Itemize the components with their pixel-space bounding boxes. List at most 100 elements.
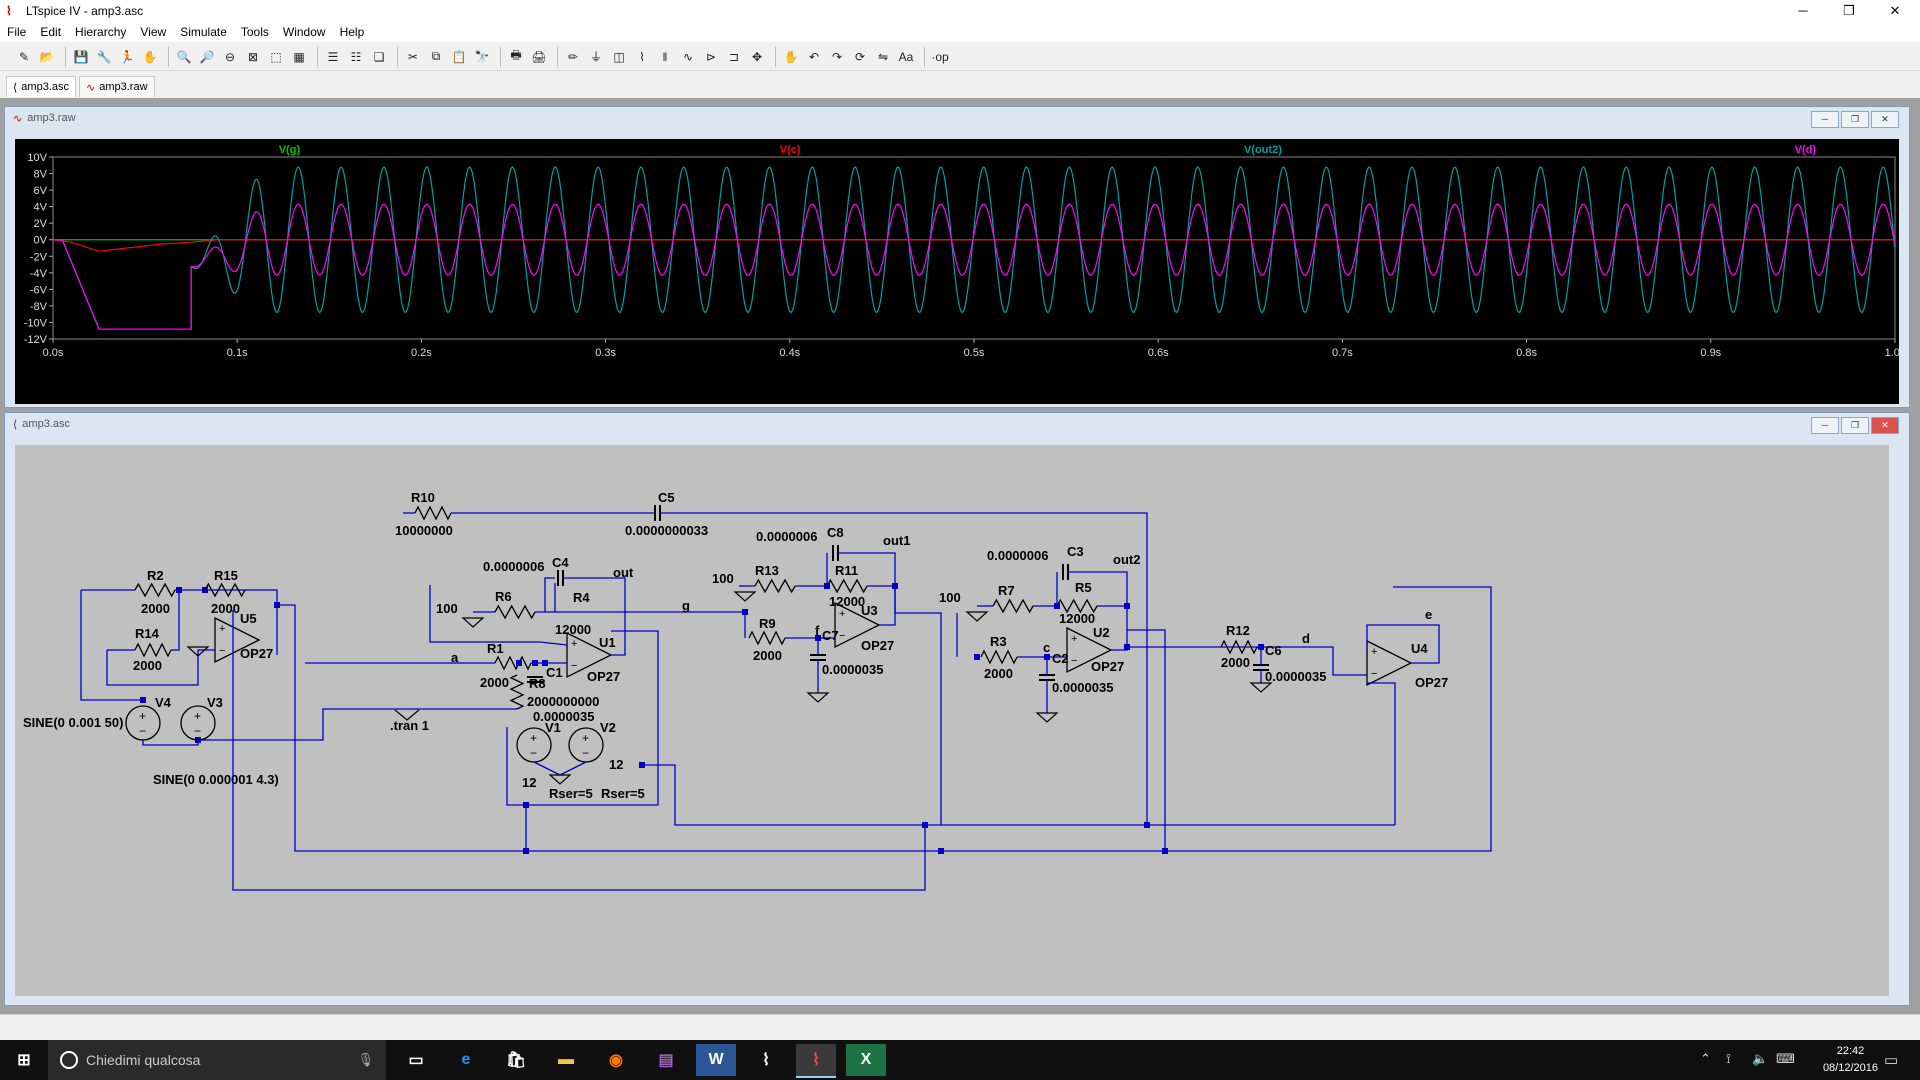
menu-edit[interactable]: Edit [40,25,62,39]
label-u5m: OP27 [240,646,273,661]
search-box[interactable]: Chiedimi qualcosa 🎙 [48,1040,386,1080]
new-schematic-icon[interactable]: ✎ [18,49,30,64]
label-r7v: 100 [939,590,961,605]
capacitor-icon[interactable]: ‖ [662,49,668,64]
keyboard-icon[interactable]: ⌨ [1776,1051,1795,1066]
component-icon[interactable]: ⊐ [728,49,740,64]
series-line-vc [52,239,1895,252]
zoom-fit-icon[interactable]: ⊠ [247,49,259,64]
menu-simulate[interactable]: Simulate [180,25,227,39]
plot-minimize-button[interactable]: ─ [1811,111,1839,128]
open-icon[interactable]: 📂 [39,49,55,64]
x-tick-label: 0.0s [43,347,64,359]
cascade-icon[interactable]: ❏ [373,49,385,64]
cut-icon[interactable]: ✂ [407,49,419,64]
zoom-out-icon[interactable]: ⊖ [224,49,236,64]
wire [544,577,555,612]
volume-icon[interactable]: 🔈 [1752,1051,1769,1066]
explorer-icon[interactable]: ▬ [558,1051,574,1068]
save-icon[interactable]: 💾 [73,49,89,64]
clock[interactable]: 22:42 08/12/2016 [1823,1043,1878,1077]
wire [106,649,215,686]
pause-icon[interactable]: ✋ [142,49,158,64]
wire-icon[interactable]: ✏ [567,49,579,64]
print-icon[interactable]: 🖶 [510,48,522,62]
notifications-icon[interactable]: ▭ [1884,1052,1899,1069]
resistor-icon[interactable]: ⌇ [639,49,645,64]
mirror-icon[interactable]: ⇋ [877,49,889,64]
legend-entry: V(g) [279,144,301,156]
maximize-button[interactable]: ❐ [1843,3,1855,18]
label-v3v: SINE(0 0.000001 4.3) [153,772,279,787]
rotate-icon[interactable]: ⟳ [854,49,866,64]
ground-symbol [1249,682,1273,693]
schematic-close-button[interactable]: ✕ [1871,417,1899,434]
drag-icon[interactable]: ✋ [783,49,799,64]
y-tick-label: 4V [34,202,48,214]
label-v2: V2 [600,720,616,735]
close-button[interactable]: ✕ [1889,3,1901,18]
tray-chevron-icon[interactable]: ⌃ [1700,1051,1711,1066]
grid-icon[interactable]: ▦ [293,49,305,64]
label-d: d [1302,631,1310,646]
menu-hierarchy[interactable]: Hierarchy [75,25,127,39]
ground-symbol [733,591,757,602]
ltspice-active-icon[interactable]: ⌇ [796,1044,836,1078]
store-icon[interactable]: 🛍 [505,1052,527,1069]
plot-maximize-button[interactable]: ❐ [1841,111,1869,128]
schematic-maximize-button[interactable]: ❐ [1841,417,1869,434]
paste-icon[interactable]: 📋 [451,49,467,64]
label-r10: R10 [411,490,435,505]
inductor-icon[interactable]: ∿ [682,49,694,64]
network-icon[interactable]: ⟟ [1726,1051,1731,1066]
run-icon[interactable]: 🏃 [119,49,135,64]
y-tick-label: -10V [24,317,48,329]
menu-window[interactable]: Window [282,25,326,39]
start-button[interactable]: ⊞ [17,1052,31,1069]
junction-dot [922,822,928,828]
schematic-minimize-button[interactable]: ─ [1811,417,1839,434]
label-r5: R5 [1075,580,1092,595]
tab-amp3-raw[interactable]: ∿ amp3.raw [79,76,155,97]
tile-vertical-icon[interactable]: ☷ [350,49,362,64]
text-icon[interactable]: Aa [898,49,914,64]
minimize-button[interactable]: ─ [1798,3,1808,18]
move-icon[interactable]: ✥ [751,49,763,64]
zoom-in-icon[interactable]: 🔍 [176,49,192,64]
edge-icon[interactable]: e [461,1051,471,1068]
firefox-icon[interactable]: ◉ [609,1052,623,1069]
diode-icon[interactable]: ⊳ [705,49,717,64]
redo-icon[interactable]: ↷ [831,49,843,64]
source-plus: + [194,709,201,723]
ltspice-icon[interactable]: ⌇ [762,1052,770,1069]
zoom-pan-icon[interactable]: 🔎 [199,49,215,64]
control-panel-icon[interactable]: 🔧 [96,49,112,64]
microphone-icon[interactable]: 🎙 [357,1052,374,1067]
menu-help[interactable]: Help [339,25,365,39]
excel-icon[interactable]: X [846,1044,886,1076]
junction-dot [974,654,980,660]
ground-icon[interactable]: ⏚ [589,50,602,64]
series-line-vd [53,203,1896,330]
menu-tools[interactable]: Tools [240,25,269,39]
resistor-symbol [992,598,1034,614]
tile-horizontal-icon[interactable]: ☰ [327,49,339,64]
menu-file[interactable]: File [7,25,27,39]
word-icon[interactable]: W [696,1044,736,1076]
label-icon[interactable]: ◫ [613,49,625,64]
task-view-icon[interactable]: ▭ [408,1052,424,1069]
plot-close-button[interactable]: ✕ [1871,111,1899,128]
print-setup-icon[interactable]: 🖨 [531,49,547,64]
menu-view[interactable]: View [140,25,167,39]
autorange-icon[interactable]: ⬚ [270,49,282,64]
tab-amp3-asc[interactable]: ⟨ amp3.asc [6,76,76,97]
copy-icon[interactable]: ⧉ [431,49,441,63]
winrar-icon[interactable]: ▤ [658,1052,674,1069]
opamp-symbol [1066,626,1113,674]
spice-directive-icon[interactable]: ·op [931,49,949,64]
undo-icon[interactable]: ↶ [808,49,820,64]
find-icon[interactable]: 🔭 [474,49,490,64]
label-r6v: 100 [436,601,458,616]
